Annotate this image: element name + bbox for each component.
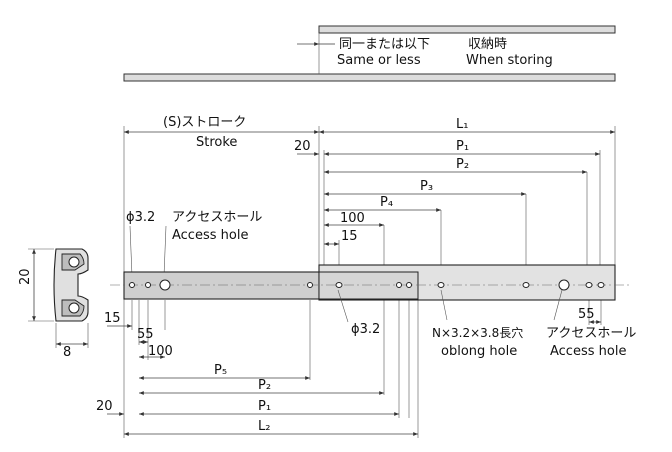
- dim-P2-top: P₂: [456, 157, 469, 172]
- dim-20-top: 20: [294, 139, 311, 154]
- hole-callouts-top: ϕ3.2 アクセスホール Access hole: [126, 210, 262, 277]
- access-hole-right: [558, 279, 570, 291]
- dim-15-bottom: 15: [104, 311, 121, 326]
- hole-phi32-1: [129, 282, 135, 288]
- phi-label-top: ϕ3.2: [126, 210, 155, 225]
- oblong-hole-4: [585, 282, 593, 288]
- dim-100-top: 100: [340, 211, 365, 226]
- dim-55-right: 55: [578, 307, 595, 322]
- dim-15-top: 15: [341, 229, 358, 244]
- phi-label-mid: ϕ3.2: [351, 322, 380, 337]
- same-or-less-en: Same or less: [337, 53, 421, 68]
- dim-P3-top: P₃: [420, 179, 433, 194]
- oblong-hole-1: [335, 282, 343, 288]
- top-dimensions: (S)ストローク Stroke L₁ 20 P₁ P₂ P₃ P₄ 100 15: [124, 115, 615, 246]
- dim-P4-top: P₄: [380, 195, 393, 210]
- when-storing-en: When storing: [466, 53, 553, 68]
- rail-body: [110, 264, 630, 301]
- dim-P5-bottom: P₅: [214, 363, 227, 378]
- access-hole-left: [159, 279, 171, 291]
- inner-rail-stored: [318, 25, 616, 34]
- access-hole-jp: アクセスホール: [172, 210, 262, 225]
- dim-100-bottom: 100: [148, 344, 173, 359]
- hole-phi32-5: [406, 282, 412, 288]
- stroke-jp: (S)ストローク: [163, 115, 246, 130]
- same-or-less-jp: 同一または以下: [339, 37, 430, 52]
- hole-phi32-4: [396, 282, 402, 288]
- hole-phi32-3: [307, 282, 313, 288]
- dim-L1-top: L₁: [456, 117, 468, 132]
- when-storing-jp: 収納時: [468, 37, 507, 52]
- stroke-en: Stroke: [196, 135, 237, 150]
- access-hole-right-jp: アクセスホール: [546, 326, 636, 341]
- oblong-hole-3: [522, 282, 530, 288]
- profile-ball-top: [68, 256, 80, 268]
- oblong-hole-2: [437, 282, 445, 288]
- oblong-jp: N×3.2×3.8長穴: [432, 325, 523, 340]
- oblong-hole-5: [597, 282, 605, 288]
- dim-20-bottom: 20: [96, 399, 113, 414]
- storing-view: 同一または以下 Same or less 収納時 When storing: [123, 25, 616, 82]
- dim-P1-bottom: P₁: [258, 399, 271, 414]
- dim-L2-bottom: L₂: [258, 419, 270, 434]
- dim-55-bottom: 55: [137, 327, 154, 342]
- hole-callouts-bottom: ϕ3.2 N×3.2×3.8長穴 oblong hole アクセスホール Acc…: [337, 289, 636, 359]
- access-hole-right-en: Access hole: [550, 344, 626, 359]
- hole-phi32-2: [145, 282, 151, 288]
- profile-height: 20: [18, 268, 33, 285]
- outer-rail-stored: [123, 73, 616, 82]
- dim-P2-bottom: P₂: [258, 378, 271, 393]
- oblong-en: oblong hole: [441, 344, 517, 359]
- rail-overlap: [318, 271, 419, 300]
- dim-P1-top: P₁: [456, 139, 469, 154]
- bottom-dimensions: 15 55 100 P₅ P₂ 20 P₁ L₂: [96, 311, 418, 436]
- profile-width: 8: [63, 345, 71, 360]
- access-hole-en: Access hole: [172, 228, 248, 243]
- profile-ball-bottom: [68, 302, 80, 314]
- profile-section: 20 8: [18, 248, 89, 360]
